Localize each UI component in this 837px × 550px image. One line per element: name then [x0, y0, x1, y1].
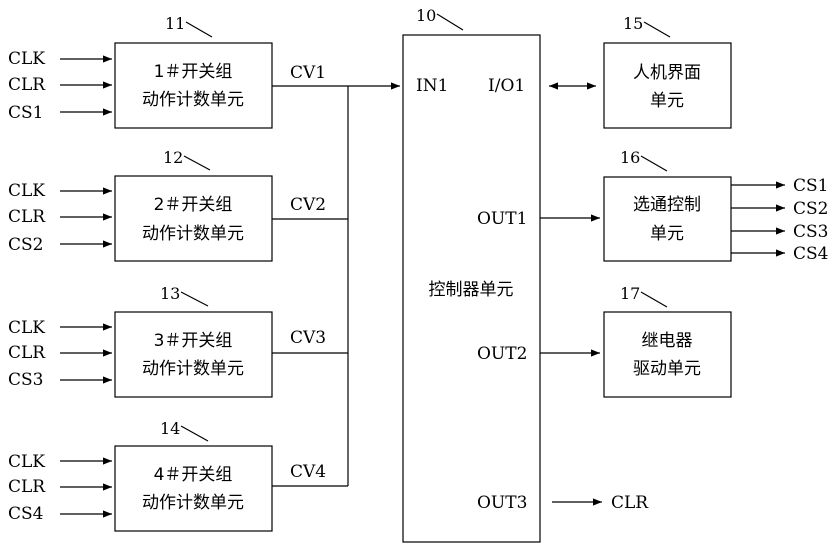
- counter-unit-1-subtitle: 动作计数单元: [142, 90, 244, 110]
- counter-unit-3-input-cs: CS3: [8, 370, 43, 390]
- counter-unit-3-input-clk: CLK: [8, 318, 45, 338]
- out3-output: CLR: [552, 493, 649, 513]
- gating-leader: [641, 156, 667, 171]
- counter-unit-3-title: 3＃开关组: [154, 331, 233, 351]
- counter-unit-3-output: CV3: [290, 328, 326, 348]
- counter-unit-3-ref: 13: [160, 284, 180, 303]
- counter-unit-4-title: 4＃开关组: [154, 465, 233, 485]
- controller-port-out2: OUT2: [477, 344, 527, 364]
- counter-unit-4: 14 4＃开关组 动作计数单元 CLK CLR CS4 CV4: [8, 419, 326, 531]
- controller-port-out3: OUT3: [477, 493, 527, 513]
- gating-output-cs2: CS2: [793, 199, 828, 219]
- controller-ref: 10: [416, 6, 436, 25]
- relay-line1: 继电器: [642, 331, 693, 351]
- counter-unit-1-title: 1＃开关组: [154, 62, 233, 82]
- relay-line2: 驱动单元: [633, 359, 701, 379]
- hmi-line2: 单元: [650, 91, 684, 111]
- counter-unit-2-output: CV2: [290, 195, 326, 215]
- out3-signal: CLR: [611, 493, 649, 513]
- counter-unit-1-input-cs: CS1: [8, 103, 43, 123]
- counter-unit-1-output: CV1: [290, 63, 326, 83]
- hmi-unit: 15 人机界面 单元: [549, 14, 731, 128]
- gating-line1: 选通控制: [633, 195, 701, 215]
- counter-unit-2: 12 2＃开关组 动作计数单元 CLK CLR CS2 CV2: [8, 148, 326, 261]
- gating-line2: 单元: [650, 224, 684, 244]
- hmi-leader: [644, 22, 670, 37]
- counter-unit-4-subtitle: 动作计数单元: [142, 493, 244, 513]
- relay-unit: 17 继电器 驱动单元: [540, 284, 731, 397]
- controller-leader: [437, 14, 463, 30]
- cv-bus: [272, 86, 400, 486]
- counter-unit-3: 13 3＃开关组 动作计数单元 CLK CLR CS3 CV3: [8, 284, 326, 397]
- relay-leader: [641, 292, 667, 307]
- counter-unit-2-input-clk: CLK: [8, 181, 45, 201]
- hmi-ref: 15: [623, 14, 643, 33]
- gating-output-cs3: CS3: [793, 222, 828, 242]
- counter-unit-1-input-clk: CLK: [8, 49, 45, 69]
- counter-unit-3-leader: [181, 292, 208, 306]
- counter-unit-2-input-clr: CLR: [8, 207, 46, 227]
- gating-ref: 16: [620, 148, 640, 167]
- relay-ref: 17: [620, 284, 640, 303]
- counter-unit-3-input-clr: CLR: [8, 343, 46, 363]
- controller-label: 控制器单元: [429, 280, 514, 300]
- hmi-line1: 人机界面: [633, 63, 701, 83]
- counter-unit-2-box: [115, 176, 272, 261]
- counter-unit-4-input-clk: CLK: [8, 452, 45, 472]
- counter-unit-4-output: CV4: [290, 462, 326, 482]
- counter-unit-2-leader: [184, 156, 210, 170]
- counter-unit-1-ref: 11: [165, 14, 185, 33]
- counter-unit-4-input-clr: CLR: [8, 477, 46, 497]
- counter-unit-4-leader: [181, 426, 208, 441]
- controller-unit: 10 IN1 I/O1 OUT1 控制器单元 OUT2 OUT3: [403, 6, 540, 542]
- controller-port-io1: I/O1: [488, 76, 525, 96]
- counter-unit-2-subtitle: 动作计数单元: [142, 224, 244, 244]
- counter-unit-3-subtitle: 动作计数单元: [142, 359, 244, 379]
- gating-output-cs1: CS1: [793, 176, 828, 196]
- controller-port-in1: IN1: [416, 76, 448, 96]
- gating-unit: 16 选通控制 单元 CS1 CS2 CS3 CS4: [540, 148, 828, 264]
- counter-unit-1-box: [115, 43, 272, 128]
- counter-unit-4-ref: 14: [160, 419, 180, 438]
- counter-unit-2-title: 2＃开关组: [154, 195, 233, 215]
- counter-unit-1-input-clr: CLR: [8, 75, 46, 95]
- relay-box: [604, 312, 731, 397]
- counter-unit-1: 11 1＃开关组 动作计数单元 CLK CLR CS1 CV1: [8, 14, 326, 128]
- hmi-box: [604, 43, 731, 128]
- counter-unit-2-input-cs: CS2: [8, 235, 43, 255]
- gating-output-cs4: CS4: [793, 244, 828, 264]
- controller-port-out1: OUT1: [477, 209, 527, 229]
- counter-unit-4-input-cs: CS4: [8, 504, 43, 524]
- counter-unit-4-box: [115, 446, 272, 531]
- counter-unit-1-leader: [186, 22, 212, 37]
- counter-unit-3-box: [115, 312, 272, 397]
- counter-unit-2-ref: 12: [163, 148, 183, 167]
- gating-box: [604, 177, 731, 261]
